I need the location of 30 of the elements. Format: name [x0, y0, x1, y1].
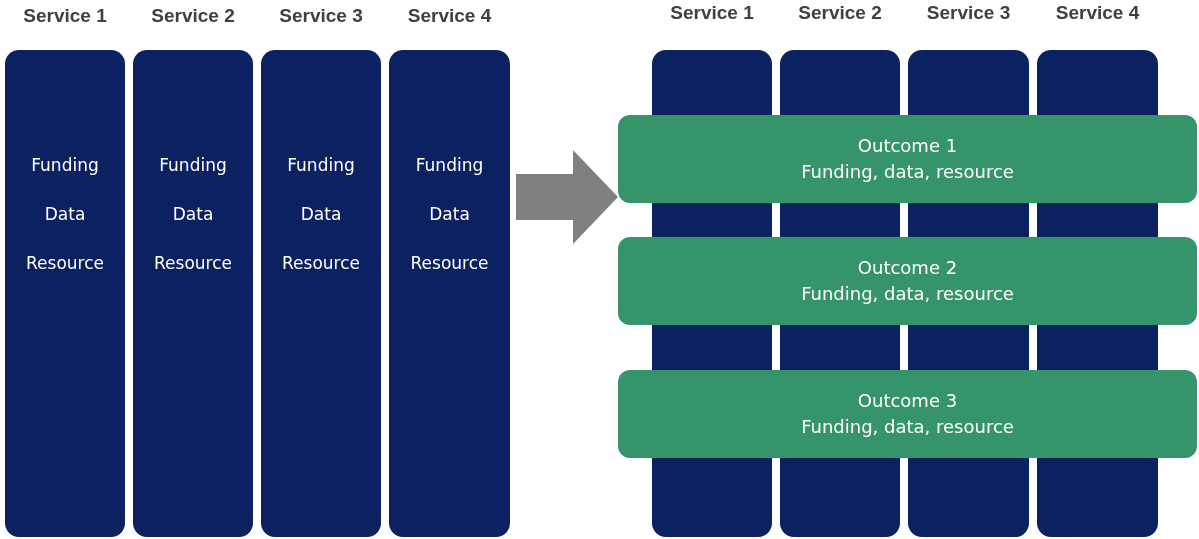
block-arrow — [516, 150, 618, 244]
column-text: Data — [172, 204, 214, 224]
column-text: Funding — [415, 155, 484, 175]
column-heading: Service 2 — [150, 5, 236, 27]
outcome-band — [618, 115, 1197, 203]
column-text: Resource — [282, 253, 360, 273]
column-text: Funding — [159, 155, 227, 175]
band-text: Outcome 3 — [857, 389, 958, 413]
column-heading: Service 4 — [406, 5, 493, 27]
column-text: Resource — [26, 253, 104, 273]
column-text: Data — [44, 204, 86, 224]
band-text: Outcome 1 — [857, 134, 958, 158]
column-heading: Service 3 — [925, 2, 1012, 24]
outcome-band — [618, 370, 1197, 458]
column-text: Data — [300, 204, 342, 224]
column-text: Resource — [154, 253, 232, 273]
column-text: Resource — [410, 253, 489, 273]
band-text: Funding, data, resource — [801, 160, 1014, 184]
column-text: Data — [429, 204, 470, 224]
band-text: Funding, data, resource — [801, 415, 1014, 439]
band-text: Outcome 2 — [857, 256, 958, 280]
outcome-band — [618, 237, 1197, 325]
column-heading: Service 1 — [22, 5, 108, 27]
column-heading: Service 1 — [669, 2, 755, 24]
band-text: Funding, data, resource — [801, 282, 1014, 306]
column-heading: Service 4 — [1054, 2, 1141, 24]
column-text: Funding — [31, 155, 99, 175]
column-heading: Service 2 — [797, 2, 883, 24]
column-text: Funding — [287, 155, 355, 175]
column-heading: Service 3 — [278, 5, 364, 27]
